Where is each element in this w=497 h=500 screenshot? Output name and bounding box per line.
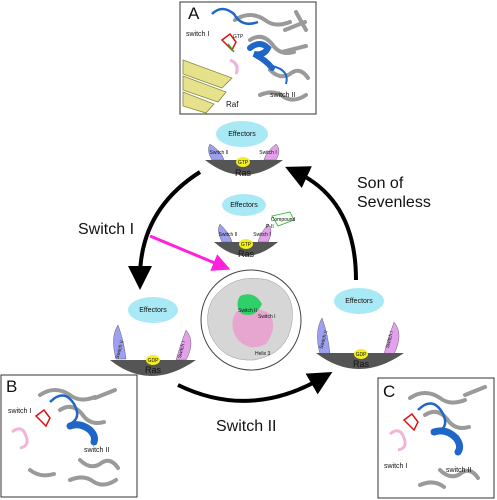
nucleotide-right <box>354 349 368 359</box>
effector-top <box>216 121 268 147</box>
gtp-label-a: GTP <box>233 34 244 40</box>
pink-loop-b <box>11 427 29 450</box>
panel-b-switch1-label: switch I <box>8 408 31 415</box>
nucleotide-b <box>34 408 51 428</box>
effectors-label-left: Effectors <box>139 307 167 314</box>
nucleotide-label-right: GDP <box>356 352 368 358</box>
switch1-loop-b <box>49 394 79 426</box>
switch2-helix-a <box>247 41 275 71</box>
protein-ribbon-c <box>408 385 487 489</box>
effector-right <box>334 288 384 314</box>
gtp-molecule-a: GTP <box>220 32 244 53</box>
switch2-arrow-label: Switch II <box>216 418 276 435</box>
panel-b: B switch I switch II <box>0 374 138 498</box>
arrow-left-to-right <box>177 371 333 403</box>
panel-c: C switch I switch II <box>377 377 495 499</box>
switch1-arrow-label: Switch I <box>78 221 134 238</box>
compound-bubble <box>271 211 295 227</box>
ras-label-middle: Ras <box>238 249 255 259</box>
arrow-top-to-left <box>128 170 202 290</box>
switch2-label-left: Switch II <box>115 340 126 360</box>
switch1-label-top: Switch I <box>259 150 277 156</box>
nucleotide-label-middle: GTP <box>241 242 252 248</box>
state-left: Effectors Switch II Switch I GDP Ras <box>110 297 196 376</box>
compound-label: Compound <box>271 217 296 223</box>
arrow-right-to-top <box>285 166 358 281</box>
raf-beta-sheet <box>182 59 233 114</box>
surface-sphere: Switch II Switch I Helix 3 <box>200 269 302 371</box>
switch2-helix-c <box>430 427 464 456</box>
ras-label-right: Ras <box>353 359 370 369</box>
panel-a-letter: A <box>188 4 200 23</box>
switch1-label-left: Switch I <box>177 341 187 359</box>
panel-b-letter: B <box>6 377 17 396</box>
panel-a: GTP A switch I switch II Raf <box>179 1 317 115</box>
sos-label-line2: Sevenless <box>357 194 431 211</box>
arrow-magenta <box>149 234 231 271</box>
ras-label-top: Ras <box>235 168 252 178</box>
switch2-label-top: Switch II <box>210 150 229 156</box>
effectors-label-top: Effectors <box>228 131 256 138</box>
pocket-label-middle: P-II <box>266 224 274 230</box>
pink-loop-c <box>389 429 407 452</box>
effectors-label-right: Effectors <box>345 298 373 305</box>
nucleotide-label-top: GTP <box>238 160 249 166</box>
nucleotide-top <box>236 157 250 167</box>
switch2-helix-b <box>66 421 98 446</box>
protein-ribbon-a <box>233 10 310 102</box>
ras-body-left <box>110 360 196 376</box>
surface-label-1: Switch II <box>238 308 257 314</box>
panel-a-switch2-label: switch II <box>270 92 295 99</box>
surface-label-3: Helix 3 <box>255 351 271 357</box>
nucleotide-left <box>146 355 160 365</box>
effector-middle <box>222 194 266 216</box>
state-middle: Effectors Switch II Switch I Compound P-… <box>214 194 295 259</box>
switch1-label-middle: Switch I <box>253 232 271 238</box>
panel-c-switch1-label: switch I <box>384 463 407 470</box>
protein-ribbon-b <box>28 388 120 487</box>
switch2-loop-a <box>271 65 288 85</box>
panel-c-letter: C <box>383 382 395 401</box>
ras-body-right <box>316 353 404 369</box>
nucleotide-c <box>402 412 419 432</box>
ras-body-top <box>205 160 283 175</box>
pink-loop-a <box>229 58 239 75</box>
switch2-label-right: Switch II <box>319 330 330 350</box>
sos-label-line1: Son of <box>357 175 404 192</box>
state-top: Effectors Switch II Switch I GTP Ras <box>205 121 283 178</box>
nucleotide-label-left: GDP <box>148 358 160 364</box>
switch1-loop-a <box>211 7 259 25</box>
switch2-label-middle: Switch II <box>219 232 238 238</box>
panel-a-raf-label: Raf <box>226 100 239 109</box>
effector-left <box>128 297 178 323</box>
switch2-lobe-left <box>113 324 127 360</box>
panel-a-switch1-label: switch I <box>186 31 209 38</box>
ras-label-left: Ras <box>145 365 162 375</box>
panel-b-switch2-label: switch II <box>84 447 109 454</box>
state-right: Effectors Switch II Switch I GDP Ras <box>316 288 404 369</box>
switch1-label-right: Switch I <box>385 331 395 349</box>
panel-c-switch2-label: switch II <box>446 467 471 474</box>
effectors-label-middle: Effectors <box>230 202 258 209</box>
nucleotide-middle <box>239 239 253 249</box>
surface-label-2: Switch I <box>258 314 276 320</box>
